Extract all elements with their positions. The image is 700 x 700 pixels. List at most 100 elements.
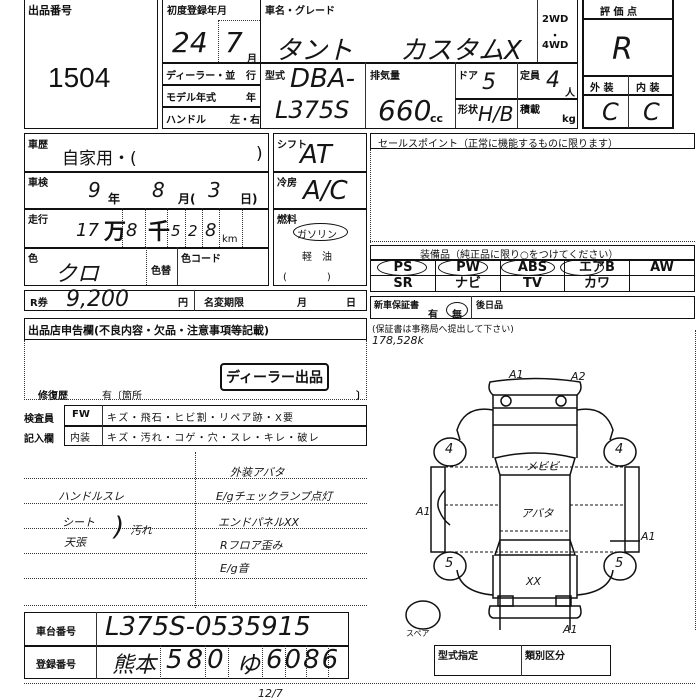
mileage-man-unit: 万 bbox=[104, 220, 127, 245]
damage-mark: A1 bbox=[641, 530, 656, 543]
damage-mark: A1 bbox=[563, 623, 578, 636]
equip-airbag-circle bbox=[560, 259, 604, 276]
model-code-label: 型式 bbox=[265, 71, 285, 82]
mileage-unit: km bbox=[222, 234, 238, 245]
chassis-label: 車台番号 bbox=[36, 627, 76, 638]
name-change-label: 名変期限 bbox=[204, 298, 244, 309]
mileage-d1: 5 bbox=[171, 222, 181, 240]
shape-label: 形状 bbox=[458, 105, 478, 116]
color-code-label: 色コード bbox=[181, 254, 221, 265]
drive-dot: ・ bbox=[550, 31, 560, 42]
car-name: タント bbox=[275, 36, 354, 66]
spare-label: スペア bbox=[406, 629, 430, 638]
type-designation-box bbox=[434, 645, 611, 676]
drive-2wd: 2WD bbox=[542, 14, 569, 25]
damage-mark: アバタ bbox=[521, 507, 554, 520]
rear-window bbox=[493, 539, 577, 556]
inspection-label: 車検 bbox=[28, 178, 48, 189]
handle-label: ハンドル bbox=[166, 115, 206, 126]
displacement-value: 660 bbox=[378, 94, 432, 127]
damage-mark: A2 bbox=[571, 370, 586, 383]
note-left: 汚れ bbox=[130, 524, 152, 537]
model-year-label: モデル年式 bbox=[166, 93, 216, 104]
fw-label: FW bbox=[72, 409, 90, 420]
model-code-1: DBA- bbox=[290, 64, 356, 94]
car-damage-diagram bbox=[405, 377, 640, 630]
lot-number: 1504 bbox=[48, 62, 111, 93]
inspection-month: 8 bbox=[152, 178, 165, 202]
shape-value: H/B bbox=[478, 102, 514, 126]
first-reg-month: 7 bbox=[225, 26, 243, 59]
dealer-stamp: ディーラー出品 bbox=[220, 363, 330, 391]
fuel-label: 燃料 bbox=[277, 215, 297, 226]
tire-tread-mark: 4 bbox=[615, 442, 624, 457]
shift-label: シフト bbox=[277, 140, 307, 151]
tire-tread-mark: 5 bbox=[445, 556, 454, 571]
declaration-header bbox=[24, 318, 367, 340]
fuel-other: ( ) bbox=[283, 272, 331, 283]
equip-tv: TV bbox=[501, 276, 565, 291]
doors-label: ドア bbox=[458, 71, 478, 82]
first-reg-label: 初度登録年月 bbox=[167, 6, 227, 17]
ac-label: 冷房 bbox=[277, 178, 297, 189]
inspection-year: 9 bbox=[88, 178, 101, 202]
note-left: シート bbox=[62, 516, 95, 529]
ac-value: A/C bbox=[303, 176, 348, 206]
inspector-label-2: 記入欄 bbox=[24, 434, 54, 445]
car-name-box bbox=[260, 0, 578, 129]
left-doors bbox=[430, 466, 446, 553]
name-change-day: 日 bbox=[346, 298, 356, 309]
sales-point-header bbox=[370, 133, 695, 149]
equip-navi: ナビ bbox=[436, 276, 501, 291]
color-value: クロ bbox=[55, 262, 100, 287]
history-box bbox=[24, 133, 269, 286]
displacement-unit: cc bbox=[430, 112, 444, 125]
type-designation-label: 型式指定 bbox=[438, 651, 478, 662]
tire-tread-mark: 4 bbox=[445, 442, 454, 457]
warranty-label: 新車保証書 bbox=[374, 301, 420, 311]
warranty-note: (保証書は事務局へ提出して下さい) bbox=[372, 325, 514, 335]
doors-value: 5 bbox=[482, 70, 496, 95]
inspection-day-unit: 日) bbox=[240, 192, 258, 206]
capacity-unit: 人 bbox=[565, 88, 575, 99]
mileage-d3: 8 bbox=[205, 220, 217, 241]
note-brace: ) bbox=[114, 512, 125, 542]
interior-row-label: 内装 bbox=[70, 433, 90, 444]
declaration-label: 出品店申告欄(不良内容・欠品・注意事項等記載) bbox=[28, 324, 270, 337]
equip-ps-circle bbox=[377, 259, 427, 276]
left-front-fender bbox=[456, 408, 494, 441]
equipment-box bbox=[370, 245, 695, 292]
fuel-gas: ガソリン bbox=[297, 230, 337, 241]
load-unit: kg bbox=[562, 114, 576, 125]
history-text: 自家用・( bbox=[62, 149, 137, 169]
tire-front-left bbox=[433, 437, 467, 467]
recycle-box bbox=[24, 290, 367, 311]
mileage-sen-unit: 千 bbox=[148, 220, 171, 245]
mileage-label: 走行 bbox=[28, 215, 48, 226]
note-right: E/gチェックランプ点灯 bbox=[216, 490, 333, 503]
note-right: E/g音 bbox=[220, 562, 249, 575]
load-label: 積載 bbox=[520, 105, 540, 116]
bottom-note: 12/7 bbox=[258, 687, 283, 700]
handle-options: 左・右 bbox=[230, 115, 260, 126]
inspection-year-unit: 年 bbox=[108, 192, 121, 206]
lot-box bbox=[24, 0, 158, 129]
dealer-suffix: 行 bbox=[246, 71, 256, 82]
mileage-d2: 2 bbox=[188, 222, 198, 240]
interior-grade: C bbox=[643, 98, 660, 126]
displacement-label: 排気量 bbox=[370, 71, 400, 82]
grade-label: 評 価 点 bbox=[600, 7, 637, 18]
note-right: 外装アバタ bbox=[230, 466, 285, 479]
exterior-grade: C bbox=[602, 98, 619, 126]
hood bbox=[492, 395, 578, 426]
note-right: Rフロア歪み bbox=[220, 539, 283, 552]
fuel-gas-circle bbox=[293, 223, 348, 241]
plate-area: 熊本 bbox=[112, 653, 157, 678]
grade-box bbox=[582, 0, 674, 129]
model-code-2: L375S bbox=[275, 96, 350, 124]
inspector-label: 検査員 bbox=[24, 414, 54, 425]
recycle-value: 9,200 bbox=[66, 287, 129, 312]
plate-label: 登録番号 bbox=[36, 660, 76, 671]
history-label: 車歴 bbox=[28, 140, 48, 151]
spare-tire bbox=[405, 600, 441, 630]
